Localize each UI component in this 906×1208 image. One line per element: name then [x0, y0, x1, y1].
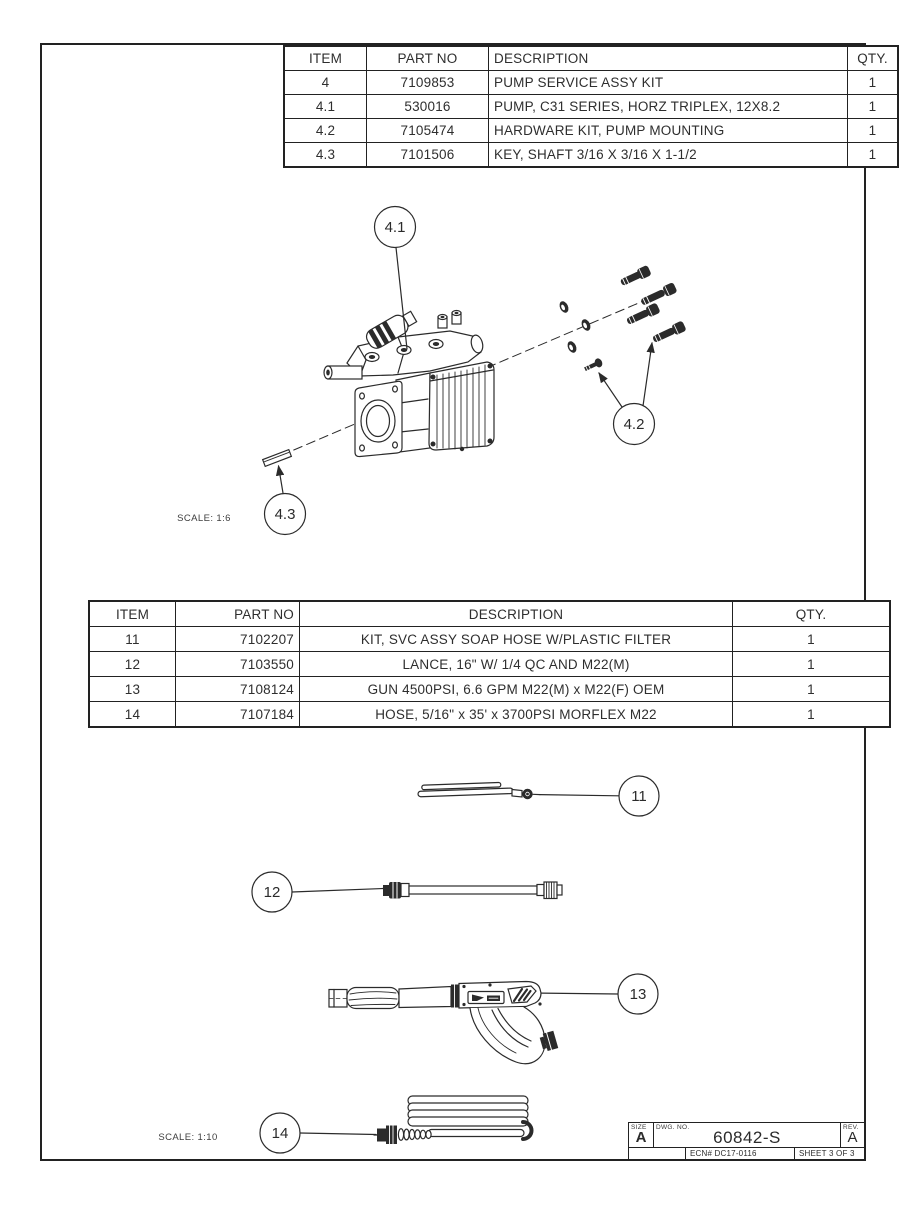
table-row: 11 7102207 KIT, SVC ASSY SOAP HOSE W/PLA… — [88, 626, 891, 652]
leader-line — [530, 992, 619, 995]
sheet-number: SHEET 3 OF 3 — [799, 1149, 855, 1158]
title-block-row: SIZE A DWG. NO. 60842-S REV. A — [629, 1123, 864, 1148]
shaft-key — [261, 448, 293, 468]
part-no-cell: 7105474 — [366, 118, 489, 143]
qty-cell: 1 — [847, 142, 899, 168]
set-screw — [584, 358, 603, 372]
svg-text:4.2: 4.2 — [624, 416, 645, 433]
table-row: 4.2 7105474 HARDWARE KIT, PUMP MOUNTING … — [283, 118, 899, 143]
description-header: DESCRIPTION — [488, 45, 848, 71]
size-label: SIZE — [631, 1124, 647, 1131]
callout-soap-hose-kit: 11 — [618, 775, 660, 817]
lance-drawing: 12 — [251, 871, 563, 913]
qty-cell: 1 — [847, 94, 899, 119]
leader-line — [598, 372, 623, 408]
qty-cell: 1 — [732, 701, 891, 728]
qty-cell: 1 — [732, 651, 891, 677]
hose-drawing: 14 SCALE: 1:10 — [158, 1095, 534, 1154]
part-no-header: PART NO — [175, 600, 300, 627]
svg-text:14: 14 — [272, 1125, 289, 1142]
accessory-scale-note: SCALE: 1:10 — [158, 1132, 217, 1143]
description-cell: KIT, SVC ASSY SOAP HOSE W/PLASTIC FILTER — [299, 626, 733, 652]
callout-hardware: 4.2 — [612, 402, 656, 446]
gun-inlet-fitting — [539, 1030, 559, 1052]
dwg-no-label: DWG. NO. — [656, 1124, 690, 1131]
table-row: 13 7108124 GUN 4500PSI, 6.6 GPM M22(M) x… — [88, 676, 891, 702]
mounting-bolts — [620, 265, 686, 342]
table-row: 12 7103550 LANCE, 16" W/ 1/4 QC AND M22(… — [88, 651, 891, 677]
rev-label: REV. — [843, 1124, 859, 1131]
svg-text:11: 11 — [631, 788, 647, 805]
description-cell: PUMP, C31 SERIES, HORZ TRIPLEX, 12X8.2 — [488, 94, 848, 119]
title-block: SIZE A DWG. NO. 60842-S REV. A ECN# DC17… — [628, 1122, 865, 1160]
rev-value: A — [847, 1129, 858, 1146]
description-cell: HOSE, 5/16" x 35' x 3700PSI MORFLEX M22 — [299, 701, 733, 728]
leader-line — [275, 464, 285, 494]
leader-line — [395, 246, 408, 350]
svg-text:4.3: 4.3 — [275, 506, 296, 523]
callout-hose: 14 — [259, 1112, 301, 1154]
drawing-number: 60842-S — [713, 1128, 781, 1147]
size-value: A — [635, 1129, 647, 1146]
description-cell: GUN 4500PSI, 6.6 GPM M22(M) x M22(F) OEM — [299, 676, 733, 702]
item-header: ITEM — [88, 600, 176, 627]
qty-cell: 1 — [732, 676, 891, 702]
callout-key: 4.3 — [263, 492, 307, 536]
item-cell: 4.3 — [283, 142, 367, 168]
description-cell: LANCE, 16" W/ 1/4 QC AND M22(M) — [299, 651, 733, 677]
part-no-cell: 7103550 — [175, 651, 300, 677]
table-row: 4.3 7101506 KEY, SHAFT 3/16 X 3/16 X 1-1… — [283, 142, 899, 168]
qty-cell: 1 — [732, 626, 891, 652]
item-cell: 4.1 — [283, 94, 367, 119]
accessory-parts-table: ITEM PART NO DESCRIPTION QTY. 11 7102207… — [88, 600, 891, 728]
part-no-cell: 7109853 — [366, 70, 489, 95]
washers — [559, 301, 591, 353]
pump-parts-table: ITEM PART NO DESCRIPTION QTY. 4 7109853 … — [283, 45, 899, 168]
table-row: 4.1 530016 PUMP, C31 SERIES, HORZ TRIPLE… — [283, 94, 899, 119]
pump-drawing — [323, 309, 495, 458]
unloader-handle — [365, 310, 418, 349]
size-cell: SIZE A — [629, 1123, 654, 1147]
part-no-cell: 7107184 — [175, 701, 300, 728]
drawing-number-cell: DWG. NO. 60842-S — [654, 1123, 841, 1147]
qty-cell: 1 — [847, 118, 899, 143]
leader-line — [539, 793, 620, 797]
title-block-row: ECN# DC17-0116 SHEET 3 OF 3 — [629, 1148, 864, 1160]
leader-line — [299, 1132, 377, 1136]
item-cell: 13 — [88, 676, 176, 702]
gun-drawing: 13 — [328, 973, 659, 1065]
item-cell: 4.2 — [283, 118, 367, 143]
description-cell: KEY, SHAFT 3/16 X 3/16 X 1-1/2 — [488, 142, 848, 168]
pump-exploded-view: 4.1 4.2 4.3 SCALE: 1:6 — [177, 205, 686, 536]
rev-cell: REV. A — [841, 1123, 864, 1147]
item-cell: 14 — [88, 701, 176, 728]
pump-scale-note: SCALE: 1:6 — [177, 513, 231, 524]
svg-text:12: 12 — [264, 884, 281, 901]
leader-line — [642, 341, 655, 407]
callout-gun: 13 — [617, 973, 659, 1015]
svg-text:4.1: 4.1 — [385, 219, 406, 236]
ecn-number: ECN# DC17-0116 — [686, 1148, 795, 1160]
callout-pump: 4.1 — [373, 205, 417, 249]
part-no-cell: 7101506 — [366, 142, 489, 168]
table-row: 14 7107184 HOSE, 5/16" x 35' x 3700PSI M… — [88, 701, 891, 728]
leader-line — [291, 887, 384, 893]
part-no-cell: 7108124 — [175, 676, 300, 702]
svg-text:13: 13 — [630, 986, 647, 1003]
empty-cell — [629, 1148, 686, 1160]
callout-lance: 12 — [251, 871, 293, 913]
qty-cell: 1 — [847, 70, 899, 95]
description-cell: HARDWARE KIT, PUMP MOUNTING — [488, 118, 848, 143]
valve-caps — [437, 309, 462, 329]
soap-hose-kit-drawing: 11 — [417, 775, 660, 817]
description-header: DESCRIPTION — [299, 600, 733, 627]
part-no-cell: 530016 — [366, 94, 489, 119]
